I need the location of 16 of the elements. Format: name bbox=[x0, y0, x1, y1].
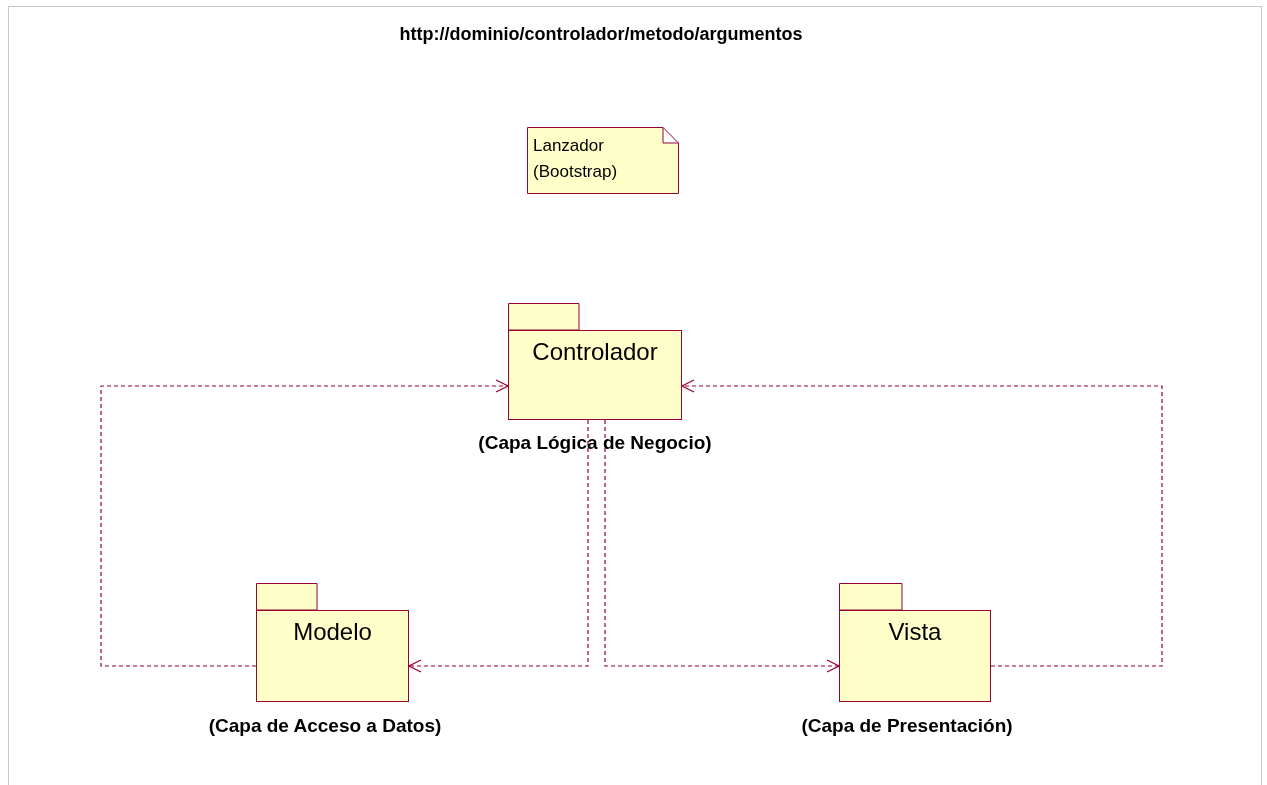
layer-caption: (Capa Lógica de Negocio) bbox=[478, 432, 712, 454]
package-name: Vista bbox=[887, 618, 943, 646]
dependency-arrow bbox=[681, 379, 1163, 667]
package-box bbox=[839, 583, 991, 702]
note-box bbox=[527, 127, 679, 194]
note-text: Lanzador (Bootstrap) bbox=[533, 135, 619, 183]
layer-caption: (Capa de Presentación) bbox=[801, 715, 1013, 737]
package-name: Modelo bbox=[292, 618, 373, 646]
title: http://dominio/controlador/metodo/argumentos bbox=[399, 24, 803, 45]
dependency-arrow bbox=[408, 419, 589, 673]
package-name: Controlador bbox=[531, 338, 659, 366]
layer-caption: (Capa de Acceso a Datos) bbox=[208, 715, 442, 737]
dependency-arrow bbox=[604, 419, 840, 673]
package-box bbox=[508, 303, 682, 420]
dependency-arrow bbox=[100, 379, 509, 667]
package-box bbox=[256, 583, 409, 702]
